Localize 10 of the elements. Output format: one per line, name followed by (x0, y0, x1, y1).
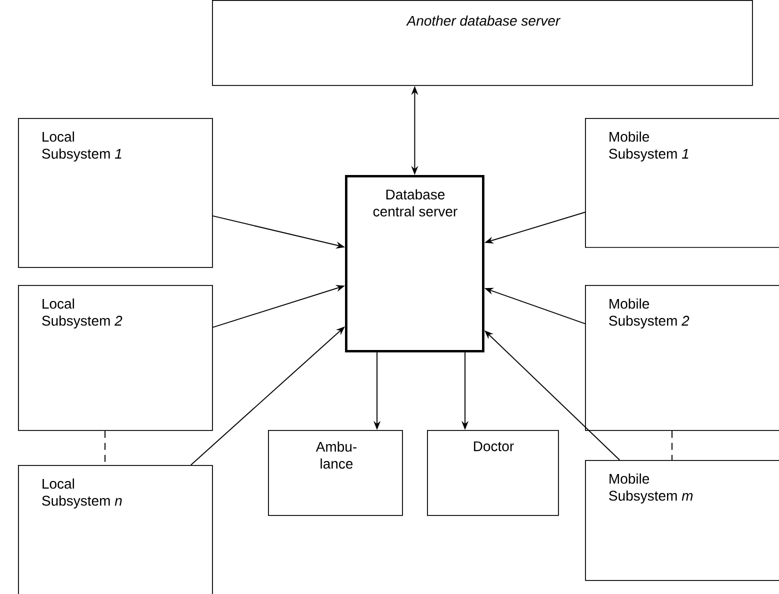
subsystem-box: Local Subsystem 1 (18, 118, 213, 268)
subsystem-box: Mobile Subsystem 2 (585, 285, 779, 431)
server-box: Database central server (345, 175, 484, 352)
subsystem-box: Doctor (427, 430, 559, 516)
subsystem-box: Mobile Subsystem m (585, 460, 779, 581)
subsystem-box: Local Subsystem n (18, 465, 213, 594)
subsystem-box: Mobile Subsystem 1 (585, 118, 779, 248)
subsystem-box: Local Subsystem 2 (18, 285, 213, 431)
server-box: Another database server (212, 0, 753, 86)
subsystem-box: Ambu-lance (268, 430, 403, 516)
